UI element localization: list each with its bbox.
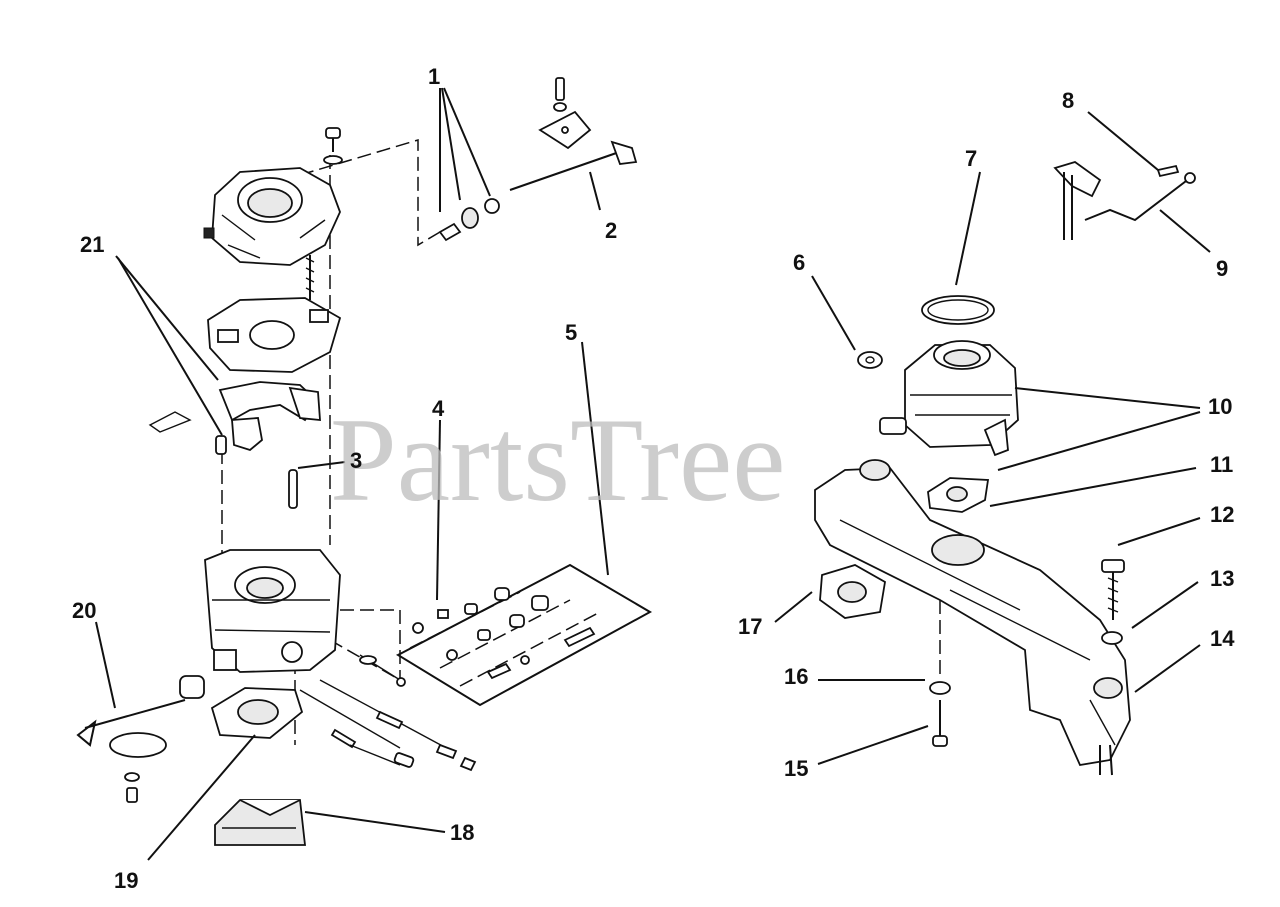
left-carburetor-assembly bbox=[76, 77, 653, 846]
callout-15: 15 bbox=[784, 756, 808, 781]
callout-10: 10 bbox=[1208, 394, 1232, 419]
callout-3: 3 bbox=[350, 448, 362, 473]
choke-shaft bbox=[509, 77, 638, 191]
callout-12: 12 bbox=[1210, 502, 1234, 527]
callout-2: 2 bbox=[605, 218, 617, 243]
watermark-text: PartsTree bbox=[330, 393, 786, 526]
callout-8: 8 bbox=[1062, 88, 1074, 113]
intake-manifold bbox=[814, 459, 1131, 776]
callout-6: 6 bbox=[793, 250, 805, 275]
callout-16: 16 bbox=[784, 664, 808, 689]
parts-carton bbox=[214, 799, 307, 846]
needle-and-seat bbox=[438, 198, 500, 242]
callout-7: 7 bbox=[965, 146, 977, 171]
base-gasket bbox=[210, 687, 304, 739]
leader-lines bbox=[95, 87, 1211, 861]
callout-17: 17 bbox=[738, 614, 762, 639]
callout-11: 11 bbox=[1210, 452, 1233, 477]
callout-19: 19 bbox=[114, 868, 138, 893]
carburetor-unit bbox=[879, 340, 1019, 457]
idle-screws-and-springs bbox=[299, 654, 477, 772]
throttle-shaft bbox=[76, 675, 205, 803]
gasket-plate bbox=[207, 297, 342, 373]
callout-18: 18 bbox=[450, 820, 474, 845]
right-carburetor-assembly bbox=[814, 161, 1196, 776]
float-assembly bbox=[148, 381, 321, 455]
repair-kit-box bbox=[395, 563, 653, 707]
callout-20: 20 bbox=[72, 598, 96, 623]
callout-4: 4 bbox=[432, 396, 445, 421]
callout-13: 13 bbox=[1210, 566, 1234, 591]
callout-labels: 1 2 3 4 5 6 7 8 9 10 11 12 13 14 15 16 1… bbox=[72, 64, 1235, 893]
callout-5: 5 bbox=[565, 320, 577, 345]
callout-21: 21 bbox=[80, 232, 104, 257]
callout-14: 14 bbox=[1210, 626, 1235, 651]
callout-9: 9 bbox=[1216, 256, 1228, 281]
governor-lever-and-link bbox=[1053, 161, 1196, 240]
lower-carburetor-body bbox=[204, 549, 341, 673]
callout-1: 1 bbox=[428, 64, 440, 89]
top-screw bbox=[323, 127, 343, 165]
air-horn-body bbox=[203, 167, 341, 266]
